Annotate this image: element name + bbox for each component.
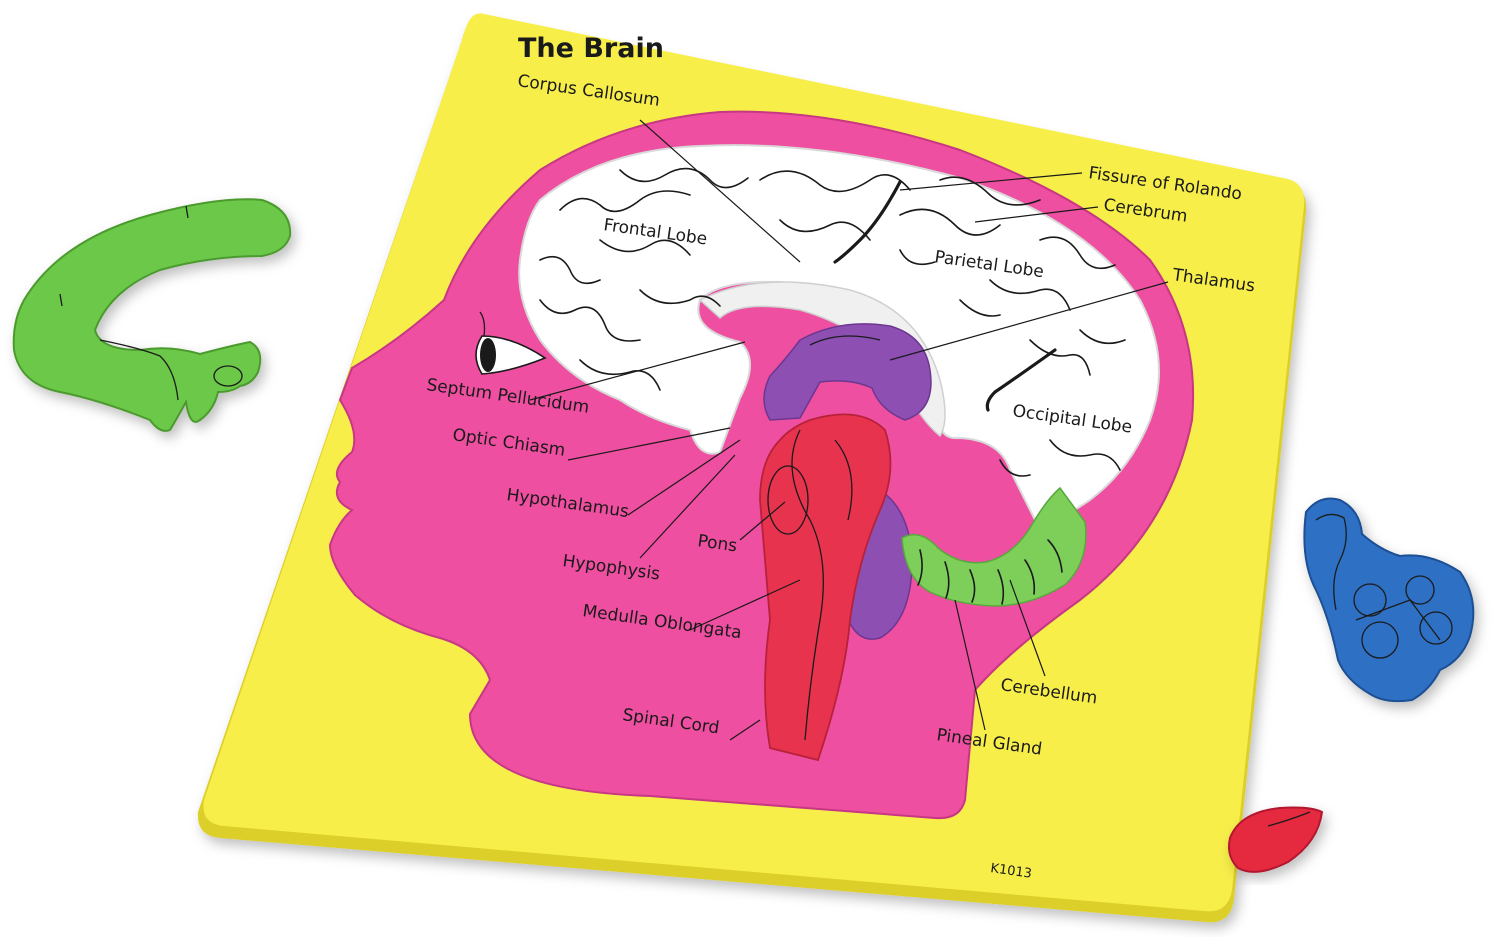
loose-blue-piece [1303,497,1475,703]
loose-green-piece [12,198,292,432]
cerebellum-piece [901,486,1087,607]
loose-red-piece [1228,806,1324,873]
brain-gyri-lines [539,167,1126,477]
brainstem-piece [759,413,892,762]
eye-icon [475,311,547,375]
product-code: K1013 [989,861,1032,882]
board-title: The Brain [518,33,664,64]
thalamus-piece [763,323,932,421]
